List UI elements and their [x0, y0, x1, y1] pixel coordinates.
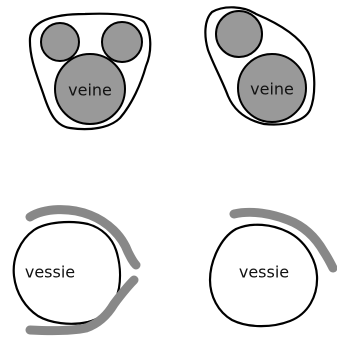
small-vessel-right [216, 11, 262, 57]
band-upper-left [30, 210, 136, 265]
bladder-label-right: vessie [239, 263, 289, 282]
bladder-label-left: vessie [25, 263, 75, 282]
band-upper-right [234, 212, 333, 268]
vein-label-left: veine [68, 81, 112, 100]
small-vessel-left-1 [41, 23, 79, 61]
vein-label-right: veine [250, 80, 294, 99]
vein-cluster-right: veine [205, 7, 314, 124]
small-vessel-left-2 [102, 22, 142, 62]
bladder-left: vessie [14, 210, 136, 331]
bladder-right: vessie [210, 212, 333, 326]
vein-cluster-left: veine [30, 14, 150, 129]
